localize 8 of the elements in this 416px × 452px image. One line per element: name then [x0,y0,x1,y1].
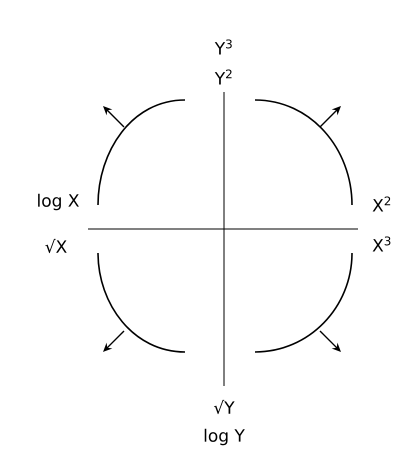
axis-label: √Y [214,400,235,414]
axis-label: √X [45,238,67,254]
axis-label: log Y [204,428,245,446]
axis-label: Y$^{3}$ [214,39,232,55]
axis-label: X$^{2}$ [372,196,390,212]
axis-label: Y$^{2}$ [214,69,232,85]
axis-label: X$^{3}$ [372,236,390,252]
axis-label: log X [38,194,79,210]
